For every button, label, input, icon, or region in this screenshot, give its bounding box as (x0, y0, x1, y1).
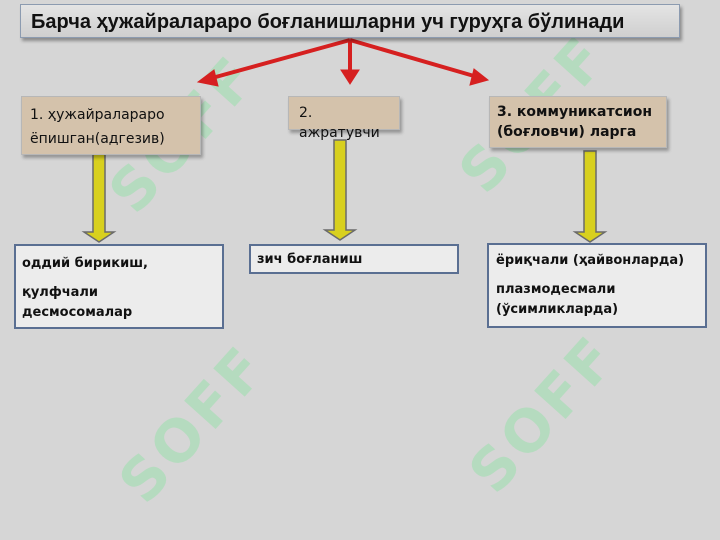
red-arrows (196, 38, 490, 87)
result-label: оддий бирикиш, (22, 256, 148, 271)
category-label: 2. ажратувчи (299, 105, 380, 141)
category-label: (боғловчи) ларга (497, 124, 637, 140)
result-label: ёриқчали (ҳайвонларда) (496, 253, 685, 268)
category-box-adhesive: 1. ҳужайралараро ёпишган(адгезив) (21, 96, 201, 155)
page-title: Барча ҳужайралараро боғланишларни уч гур… (20, 4, 680, 38)
category-box-separating: 2. ажратувчи (288, 96, 400, 141)
result-label: десмосомалар (22, 305, 133, 320)
result-box-tight-junction: зич боғланиш (249, 244, 459, 274)
category-label: ёпишган(адгезив) (30, 131, 165, 147)
category-box-communicating: 3. коммуникатсион (боғловчи) ларга (489, 96, 667, 148)
category-label: 3. коммуникатсион (497, 104, 653, 120)
yellow-arrows (81, 139, 608, 243)
result-label: зич боғланиш (257, 252, 363, 267)
category-label: 1. ҳужайралараро (30, 107, 165, 123)
result-box-simple-junction: оддий бирикиш, қулфчали десмосомалар (14, 244, 224, 329)
result-box-gap-junction: ёриқчали (ҳайвонларда) плазмодесмали (ўс… (487, 243, 707, 328)
result-label: қулфчали (22, 285, 99, 300)
result-label: (ўсимликларда) (496, 302, 619, 317)
result-label: плазмодесмали (496, 282, 616, 297)
